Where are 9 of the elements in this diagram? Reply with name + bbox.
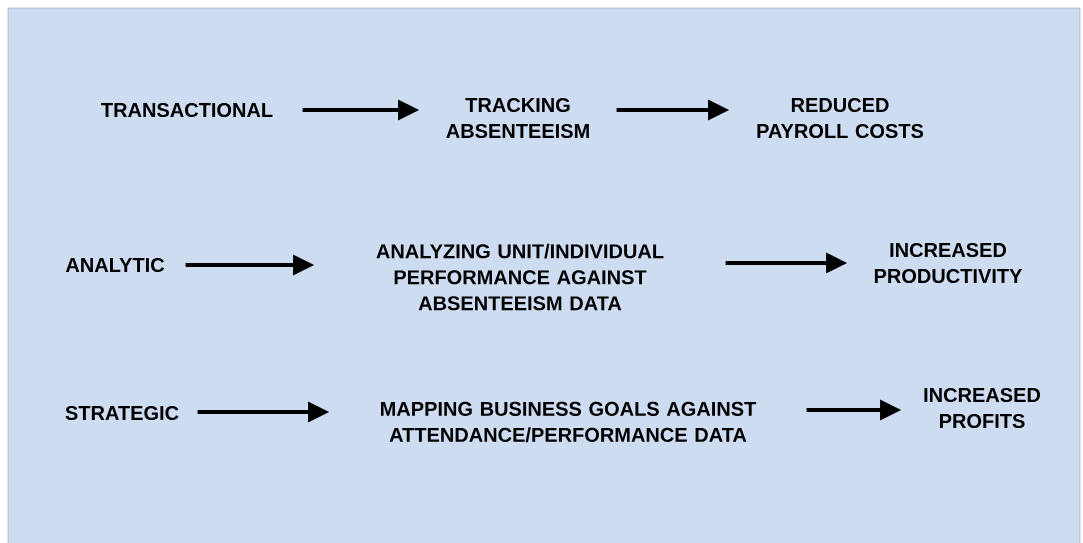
step-label: ANALYZING UNIT/INDIVIDUAL PERFORMANCE AGAINST ABSENTEEISM DATA xyxy=(376,243,664,311)
step-label: INCREASED PRODUCTIVITY xyxy=(874,242,1023,284)
step-label: MAPPING BUSINESS GOALS AGAINST ATTENDANCE/PERFORMANCE DATA xyxy=(381,401,757,443)
step-label: TRACKING ABSENTEEISM xyxy=(446,97,589,139)
step-label: ANALYTIC xyxy=(65,257,165,273)
step-label: STRATEGIC xyxy=(65,405,179,421)
step-label: TRANSACTIONAL xyxy=(101,102,273,118)
step-label: INCREASED PROFITS xyxy=(924,387,1041,429)
step-label: REDUCED PAYROLL COSTS xyxy=(757,97,924,139)
